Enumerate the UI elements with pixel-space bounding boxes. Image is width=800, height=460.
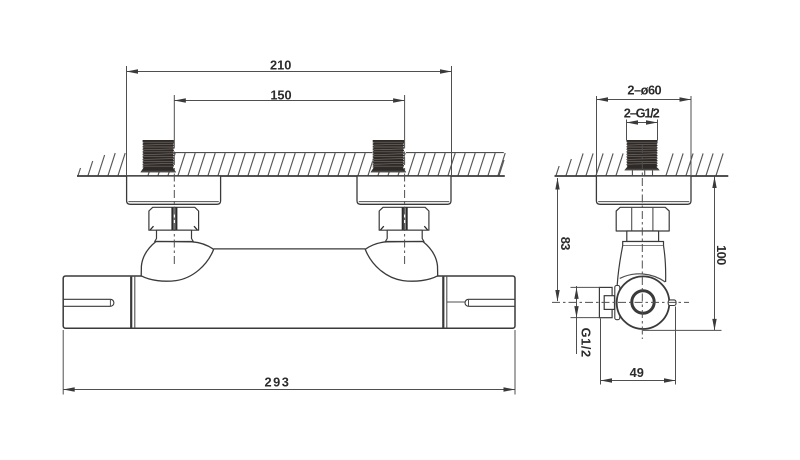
svg-text:83: 83 bbox=[558, 237, 573, 251]
svg-text:150: 150 bbox=[270, 87, 291, 102]
svg-text:210: 210 bbox=[270, 58, 291, 73]
svg-text:2–ø60: 2–ø60 bbox=[627, 83, 661, 98]
svg-text:G1/2: G1/2 bbox=[578, 328, 593, 358]
svg-text:293: 293 bbox=[264, 375, 290, 390]
svg-text:100: 100 bbox=[714, 245, 729, 265]
svg-text:49: 49 bbox=[630, 365, 644, 380]
svg-text:2–G1/2: 2–G1/2 bbox=[624, 105, 660, 120]
